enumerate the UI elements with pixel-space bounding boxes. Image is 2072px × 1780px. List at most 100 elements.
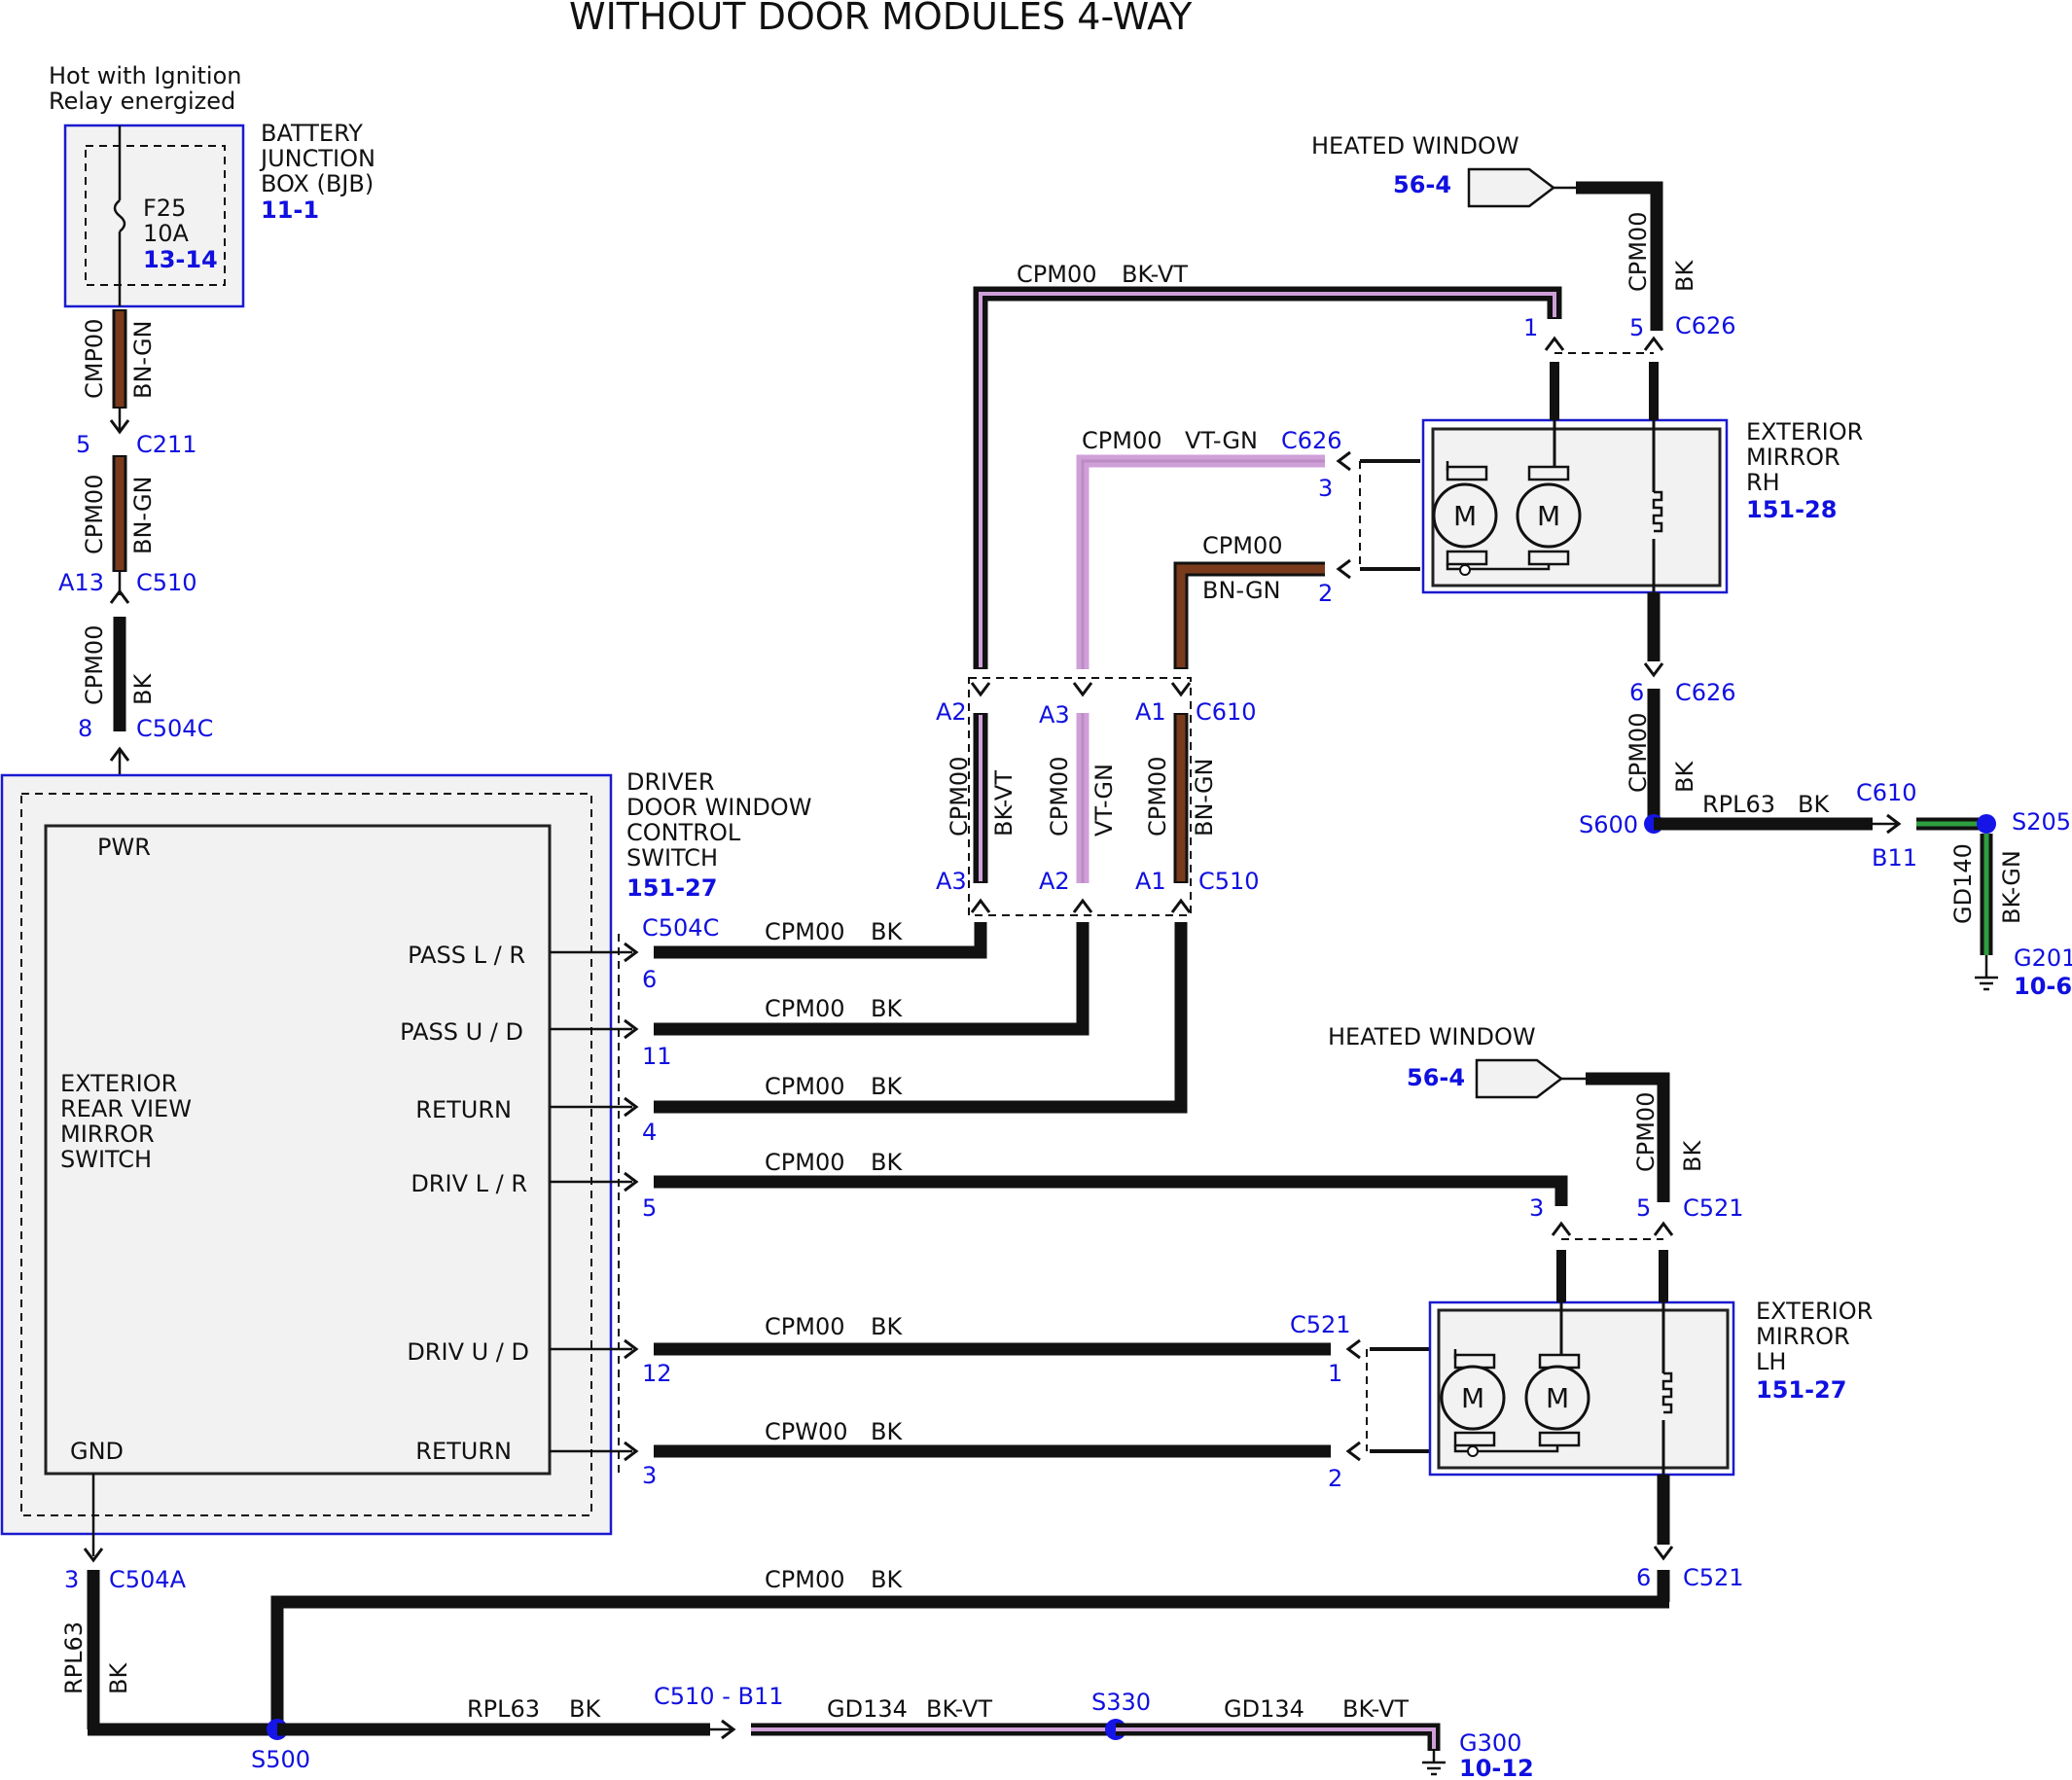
switch-wire-1-circuit: CPM00 [765,918,844,945]
rh-mid-wire-circuit: CPM00 [1082,427,1161,454]
wire3-color: BK [129,673,157,705]
rh-pin-5: 5 [1629,314,1644,341]
rh-gd-circuit: GD140 [1949,843,1977,924]
bjb-name-2: JUNCTION [259,145,375,172]
switch-wire-3-circuit: CPM00 [765,1073,844,1100]
bottom-gd2-color: BK-VT [1342,1695,1409,1723]
block-w2-color: VT-GN [1090,764,1118,837]
wire2-circuit: CPM00 [81,475,108,554]
ground-g300-icon [1422,1751,1446,1776]
rh-bottom-connector: C626 [1675,679,1736,706]
switch-wire-pin-5: 5 [642,1194,657,1222]
bjb-ref: 11-1 [261,196,319,224]
lh-pin-3: 3 [1529,1194,1544,1222]
rh-pin-3: 3 [1318,475,1333,502]
splice-s205-label: S205 [2012,808,2071,836]
pin-driv-lr: DRIV L / R [411,1170,527,1197]
rh-low-wire-circuit: CPM00 [1202,532,1282,559]
rh-motor-1-label: M [1453,500,1477,532]
inner-name-1: EXTERIOR [60,1070,177,1097]
lh-heater-icon [1661,1371,1673,1414]
exterior-mirror-lh: HEATED WINDOW 56-4 CPM00 BK 3 5 C521 C52… [1290,1023,1873,1602]
pin-pass-ud: PASS U / D [400,1018,523,1046]
lh-c521-label: C521 [1290,1311,1351,1338]
rh-heated-label: HEATED WINDOW [1311,132,1519,160]
rh-mid-connector: C626 [1281,427,1342,454]
bottom-gd1-color: BK-VT [926,1695,992,1723]
switch-wire-pin-11: 11 [642,1043,672,1070]
rh-b11-label: B11 [1872,844,1917,872]
c510-pin-a2: A2 [1039,868,1070,895]
bottom-gd2-circuit: GD134 [1224,1695,1304,1723]
rh-pin-2: 2 [1318,580,1333,607]
c504c-label: C504C [136,715,213,742]
fuse-amps: 10A [143,220,190,247]
lh-ref: 151-27 [1756,1376,1846,1404]
switch-name-4: SWITCH [626,844,718,872]
left-power-chain: CMP00 BN-GN 5 C211 CPM00 BN-GN A13 C510 … [58,309,213,827]
mirror-switch-box [44,824,552,1476]
ground-g201-label: G201 [2014,944,2072,972]
lh-motor-1-label: M [1461,1382,1484,1414]
lh-mirror-outline [1428,1300,1735,1477]
c504c-right-label: C504C [642,914,719,942]
lh-bottom-connector: C521 [1683,1564,1744,1591]
bjb-name-3: BOX (BJB) [261,170,374,197]
rh-low-wire-color: BN-GN [1202,577,1281,604]
lh-motor-2-label: M [1546,1382,1569,1414]
switch-wire-4-color: BK [871,1149,903,1176]
c510-label: C510 [136,569,197,596]
block-w2-circuit: CPM00 [1046,757,1073,837]
rh-heated-window-connector-icon [1467,167,1556,208]
bottom-long-color: BK [871,1566,903,1593]
rh-motor-icon-1: M [1432,461,1498,566]
switch-name-2: DOOR WINDOW [626,794,811,821]
lh-name-3: LH [1756,1348,1786,1375]
pin-return-2: RETURN [415,1438,512,1465]
c504a-pin: 3 [64,1566,79,1593]
pin-return-1: RETURN [415,1096,512,1123]
switch-wire-4-circuit: CPM00 [765,1149,844,1176]
block-w1-circuit: CPM00 [946,757,973,837]
switch-wire-3-color: BK [871,1073,903,1100]
switch-output-wires: C504C 6 CPM00 BK 11 CPM00 BK 4 CPM00 BK … [550,914,1568,1489]
switch-name-1: DRIVER [626,768,715,796]
c510-pin: A13 [58,569,104,596]
switch-wire-1-color: BK [871,918,903,945]
c610-dashed [968,677,1192,916]
switch-wire-pin-6: 6 [642,966,657,993]
bottom-long-circuit: CPM00 [765,1566,844,1593]
rh-rpl-color: BK [1798,791,1830,818]
rh-heater-icon [1652,490,1663,533]
inner-name-4: SWITCH [60,1146,152,1173]
lh-heated-color: BK [1679,1140,1706,1172]
lh-motor-icon-1: M [1440,1349,1506,1447]
switch-dashed [20,793,592,1516]
wire1-color: BN-GN [129,320,157,399]
rh-gd-color: BK-GN [1998,850,2025,924]
fuse-icon [113,199,126,232]
bottom-ground-circuit: 3 C504A RPL63 BK CPM00 BK S500 RPL63 BK … [60,1566,1669,1780]
bottom-rpl-color: BK [105,1662,132,1694]
gnd-label: GND [70,1438,124,1465]
rh-heated-circuit: CPM00 [1625,212,1652,292]
c211-pin: 5 [76,431,90,458]
ground-g201-icon [1975,955,1998,991]
bottom-rpl2-color: BK [569,1695,601,1723]
switch-ref: 151-27 [626,874,717,902]
ground-g300-ref: 10-12 [1459,1755,1534,1780]
splice-s500-label: S500 [251,1746,310,1773]
rh-ref: 151-28 [1746,496,1837,523]
c211-label: C211 [136,431,197,458]
bottom-rpl2-circuit: RPL63 [467,1695,540,1723]
wire2-color: BN-GN [129,476,157,554]
splice-s600-label: S600 [1579,811,1638,838]
fuse-name: F25 [143,195,186,222]
pin-driv-ud: DRIV U / D [407,1338,529,1366]
block-w3-circuit: CPM00 [1144,757,1171,837]
c510-right-label: C510 [1198,868,1260,895]
inner-name-3: MIRROR [60,1121,155,1148]
c610-pin-a3: A3 [1039,701,1070,729]
rh-name-1: EXTERIOR [1746,418,1863,445]
switch-wire-6-color: BK [871,1418,903,1445]
